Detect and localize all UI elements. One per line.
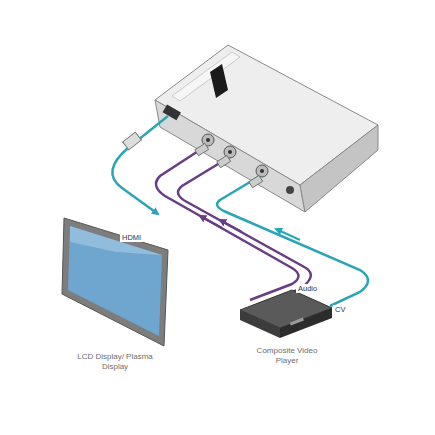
device-caption: LCD Display/ Plasma Display — [72, 350, 158, 374]
cv-cable — [217, 176, 368, 306]
monitor-drawing — [56, 212, 174, 350]
hdmi-cable — [112, 116, 168, 214]
player-drawing — [232, 282, 342, 344]
audio-cable — [178, 158, 311, 304]
signal-label: CV — [333, 305, 347, 314]
signal-label: Audio — [296, 284, 319, 293]
player-node: Composite Video Player — [232, 282, 342, 368]
audio-cable — [156, 146, 299, 300]
display-node: LCD Display/ Plasma Display — [56, 212, 174, 374]
device-caption: Composite Video Player — [244, 344, 330, 368]
signal-label: HDMI — [120, 233, 143, 242]
converter-device — [155, 45, 378, 212]
